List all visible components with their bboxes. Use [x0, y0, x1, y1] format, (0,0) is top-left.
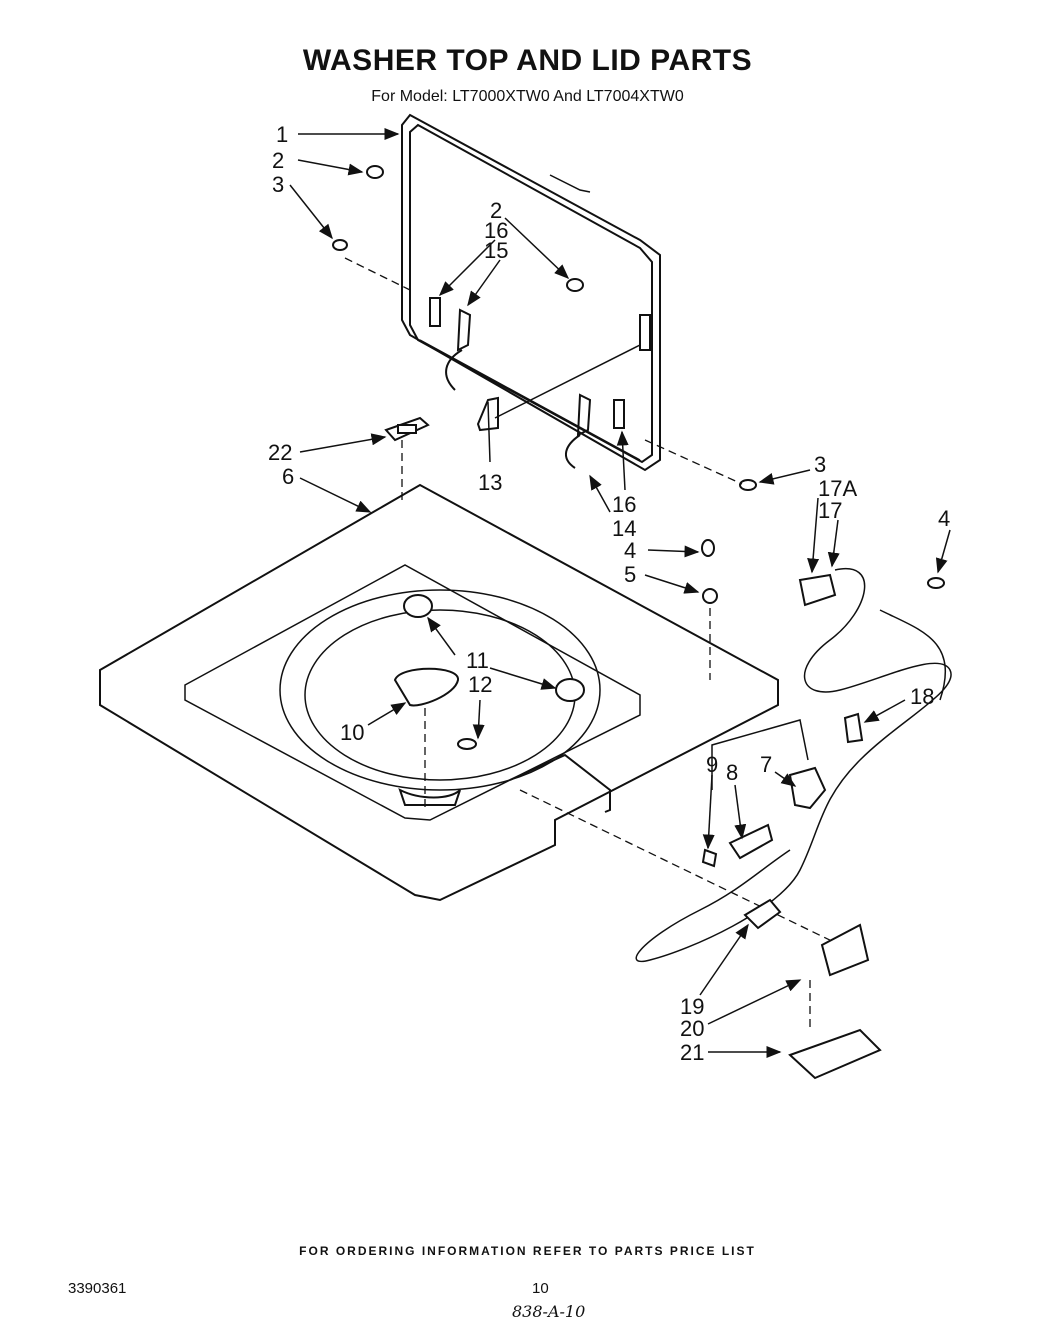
callout-11: 11 — [466, 648, 489, 673]
callout-10: 10 — [340, 720, 364, 745]
callout-12: 12 — [468, 672, 492, 697]
callout-6: 6 — [282, 464, 294, 489]
callout-21: 21 — [680, 1040, 704, 1065]
switch-clip — [701, 848, 718, 868]
hinge-pin-right — [555, 678, 585, 702]
document-number: 3390361 — [68, 1280, 127, 1297]
ordering-note: FOR ORDERING INFORMATION REFER TO PARTS … — [299, 1244, 756, 1258]
lid-hinge-left — [445, 308, 472, 391]
callout-13: 13 — [478, 470, 502, 495]
callout-4a: 4 — [624, 538, 636, 563]
callout-9: 9 — [706, 752, 718, 777]
callout-14: 14 — [612, 516, 636, 541]
callout-2b: 2 — [490, 198, 502, 223]
hinge-plate-right — [613, 399, 625, 429]
wire-harness — [635, 567, 952, 963]
screw-icon-2a — [366, 165, 384, 179]
callout-16b: 16 — [612, 492, 636, 517]
page-title: WASHER TOP AND LID PARTS — [302, 44, 753, 77]
leader-lines — [289, 128, 951, 1058]
switch-assembly — [743, 898, 782, 930]
screw-icon-4a — [701, 539, 715, 557]
screw-icon-3b — [739, 479, 757, 491]
screw-icon-12 — [457, 738, 477, 750]
callout-20: 20 — [680, 1016, 704, 1041]
callout-1: 1 — [276, 122, 288, 147]
callout-7: 7 — [760, 752, 772, 777]
screw-icon-3a — [332, 239, 348, 251]
bleach-dispenser-cap — [393, 667, 459, 707]
callout-3b: 3 — [814, 452, 826, 477]
bracket-mount — [820, 923, 870, 977]
callout-19: 19 — [680, 994, 704, 1019]
latch-bracket — [384, 416, 430, 442]
callout-4b: 4 — [938, 506, 950, 531]
washer-top-panel — [99, 483, 779, 902]
hinge-pin-left — [403, 594, 433, 618]
switch-housing — [788, 766, 827, 810]
switch-cavity-plate — [509, 753, 611, 813]
switch-plunger — [728, 823, 774, 860]
callout-labels: 1 2 3 2 16 15 22 6 13 16 14 3 17A 17 4 4… — [268, 122, 950, 1065]
page-number: 10 — [532, 1280, 549, 1297]
lid-switch-striker — [639, 314, 651, 351]
model-subtitle: For Model: LT7000XTW0 And LT7004XTW0 — [371, 88, 684, 105]
callout-15: 15 — [484, 238, 508, 263]
callout-3a: 3 — [272, 172, 284, 197]
switch-cover — [788, 1028, 882, 1080]
callout-16a: 16 — [484, 218, 508, 243]
callout-18: 18 — [910, 684, 934, 709]
nut-icon-5 — [702, 588, 718, 604]
handwritten-note: 838-A-10 — [512, 1302, 586, 1321]
callout-17a: 17A — [818, 476, 857, 501]
hinge-plate-left — [429, 297, 441, 327]
callout-22: 22 — [268, 440, 292, 465]
callout-8: 8 — [726, 760, 738, 785]
wire-clip — [843, 712, 864, 744]
callout-2a: 2 — [272, 148, 284, 173]
callout-17: 17 — [818, 498, 842, 523]
lid-hinge-right — [565, 393, 592, 469]
callout-5: 5 — [624, 562, 636, 587]
screw-icon-4b — [927, 577, 945, 589]
screw-icon-2b — [566, 278, 584, 292]
